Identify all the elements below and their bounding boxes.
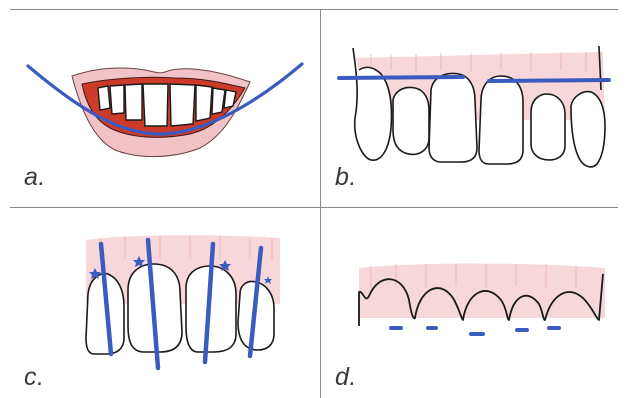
panel-c: c. xyxy=(0,208,320,398)
tooth-b6 xyxy=(571,92,605,167)
panel-label-a: a. xyxy=(24,163,46,192)
panel-a: a. xyxy=(0,10,320,207)
panel-label-d: d. xyxy=(335,363,357,392)
gingival-zenith-illustration xyxy=(321,208,618,398)
gingival-level-line-left xyxy=(339,77,463,78)
tooth-b4 xyxy=(479,76,523,164)
tooth-b5 xyxy=(531,94,565,160)
gingival-level-illustration xyxy=(321,10,618,207)
tooth-b2 xyxy=(393,88,429,155)
zenith-marks xyxy=(391,328,559,334)
panel-label-b: b. xyxy=(335,163,357,192)
gingival-level-line-right xyxy=(489,80,609,81)
panel-d: d. xyxy=(321,208,618,398)
panel-b: b. xyxy=(321,10,618,207)
smile-illustration xyxy=(0,10,320,207)
tooth-b3 xyxy=(429,74,477,162)
panel-label-c: c. xyxy=(24,363,44,392)
tooth-axis-illustration xyxy=(0,208,320,398)
